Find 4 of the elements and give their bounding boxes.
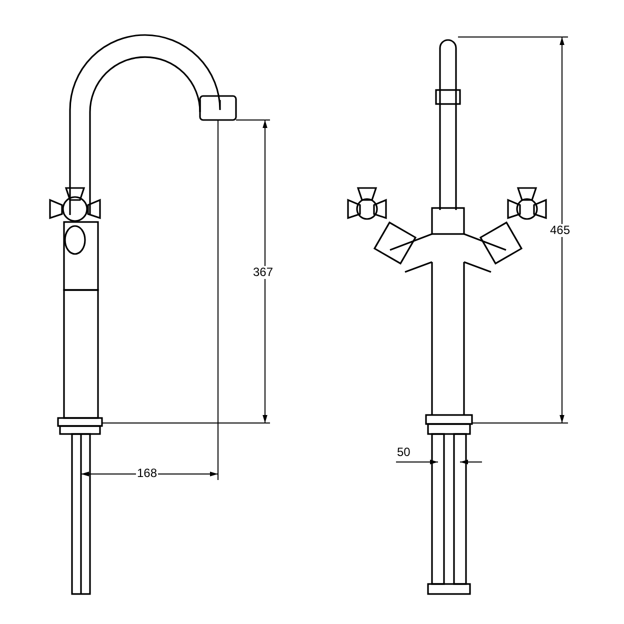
dimension-label: 465 bbox=[549, 224, 572, 237]
dimension-label: 168 bbox=[136, 467, 158, 480]
dimension-label: 50 bbox=[396, 446, 412, 459]
dimension-label: 367 bbox=[252, 266, 274, 279]
